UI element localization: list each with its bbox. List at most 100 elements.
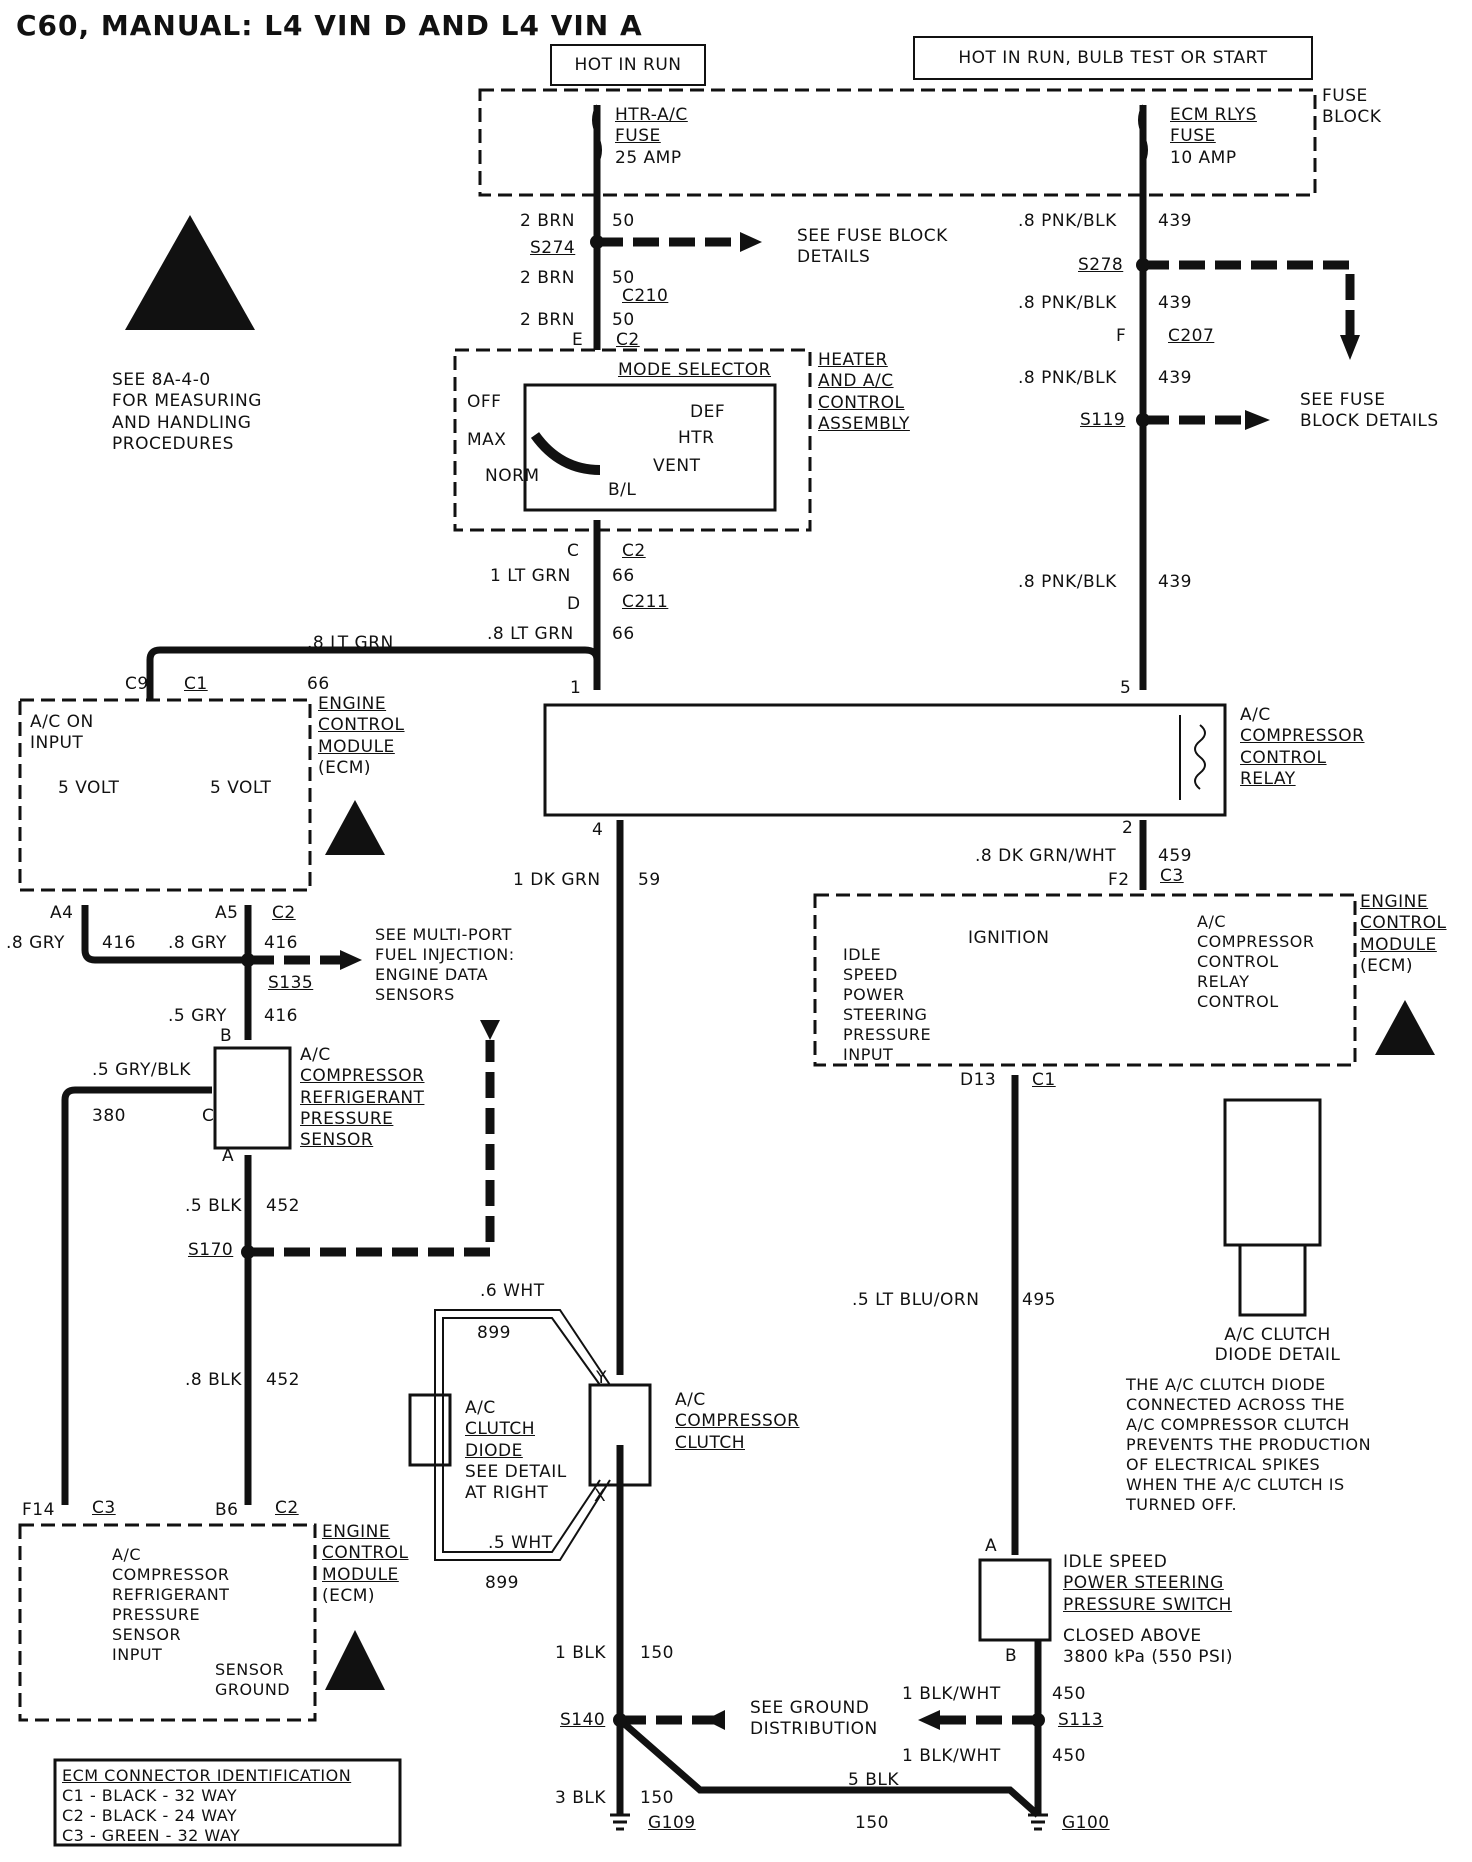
splice-s274: S274 bbox=[530, 238, 576, 258]
circuit-number: 452 bbox=[266, 1370, 300, 1390]
wire-label: 2 BRN bbox=[520, 310, 575, 330]
page-title: C60, MANUAL: L4 VIN D AND L4 VIN A bbox=[16, 9, 643, 42]
circuit-number: 495 bbox=[1022, 1290, 1056, 1310]
splice-s113: S113 bbox=[1058, 1710, 1104, 1730]
splice-s170: S170 bbox=[188, 1240, 234, 1260]
connector-c210: C210 bbox=[622, 286, 669, 306]
switch-box bbox=[978, 1558, 1052, 1642]
wire-label: .8 PNK/BLK bbox=[1018, 368, 1117, 388]
esd-warning-icon bbox=[125, 215, 1435, 1690]
relay-pin-5: 5 bbox=[1120, 678, 1132, 698]
circuit-number: 899 bbox=[477, 1323, 511, 1343]
wire-label: .5 GRY/BLK bbox=[92, 1060, 191, 1080]
pin-x: X bbox=[594, 1486, 607, 1506]
circuit-number: 50 bbox=[612, 310, 635, 330]
wire-label: 5 BLK bbox=[848, 1770, 900, 1790]
pin-a4: A4 bbox=[50, 903, 74, 923]
wire-label: .8 LT GRN bbox=[307, 633, 394, 653]
pin-c9: C9 bbox=[125, 674, 149, 694]
circuit-number: 450 bbox=[1052, 1684, 1086, 1704]
ground-g109: G109 bbox=[648, 1813, 696, 1833]
circuit-number: 150 bbox=[855, 1813, 889, 1833]
wire-label: 1 DK GRN bbox=[513, 870, 601, 890]
mode-norm: NORM bbox=[485, 466, 540, 486]
5-volt-label: 5 VOLT bbox=[210, 778, 272, 798]
diode-box bbox=[408, 1393, 452, 1467]
circuit-number: 50 bbox=[612, 211, 635, 231]
relay-box bbox=[543, 703, 1227, 817]
circuit-number: 439 bbox=[1158, 293, 1192, 313]
hvac-control-box bbox=[453, 348, 812, 532]
wire-66-to-ecm bbox=[146, 646, 601, 700]
circuit-number: 50 bbox=[612, 268, 635, 288]
relay-pin-2: 2 bbox=[1122, 818, 1134, 838]
connector-c2: C2 bbox=[616, 330, 640, 350]
wire-label: .8 GRY bbox=[168, 933, 227, 953]
pin-a: A bbox=[985, 1536, 998, 1556]
pressure-sensor-box bbox=[213, 1046, 292, 1150]
diode-detail-caption: A/C CLUTCH DIODE DETAIL bbox=[1214, 1325, 1341, 1366]
circuit-number: 452 bbox=[266, 1196, 300, 1216]
wire-label: 1 BLK bbox=[555, 1643, 607, 1663]
connector-c211: C211 bbox=[622, 592, 669, 612]
wire-label: 2 BRN bbox=[520, 211, 575, 231]
circuit-number: 416 bbox=[102, 933, 136, 953]
connector-id-box bbox=[53, 1758, 402, 1847]
wire-label: 1 BLK/WHT bbox=[902, 1746, 1001, 1766]
pin-d: D bbox=[567, 594, 581, 614]
clutch-box bbox=[588, 1383, 652, 1487]
wire-label: .8 PNK/BLK bbox=[1018, 572, 1117, 592]
circuit-number: 66 bbox=[612, 566, 635, 586]
circuit-number: 66 bbox=[307, 674, 330, 694]
ground-symbols bbox=[610, 1813, 1048, 1831]
connector-c2: C2 bbox=[622, 541, 646, 561]
wire-label: .5 WHT bbox=[488, 1533, 553, 1553]
pin-a5: A5 bbox=[215, 903, 239, 923]
relay-pin-1: 1 bbox=[570, 678, 582, 698]
circuit-number: 459 bbox=[1158, 846, 1192, 866]
circuit-number: 416 bbox=[264, 1006, 298, 1026]
mode-vent: VENT bbox=[653, 456, 701, 476]
diode-detail-box bbox=[1223, 1098, 1322, 1247]
wire-label: .8 PNK/BLK bbox=[1018, 211, 1117, 231]
pin-b: B bbox=[220, 1026, 233, 1046]
splice-s119: S119 bbox=[1080, 410, 1126, 430]
mode-selector-label: MODE SELECTOR bbox=[618, 360, 771, 380]
connector-c1: C1 bbox=[1032, 1070, 1056, 1090]
pin-c: C bbox=[567, 541, 580, 561]
pin-f14: F14 bbox=[22, 1500, 55, 1520]
connector-c2: C2 bbox=[272, 903, 296, 923]
wire-label: 1 LT GRN bbox=[490, 566, 571, 586]
wire-label: .8 LT GRN bbox=[487, 624, 574, 644]
ignition-label: IGNITION bbox=[968, 928, 1050, 948]
ecm-right-box bbox=[813, 893, 1357, 1067]
mode-max: MAX bbox=[467, 430, 507, 450]
wire-label: 3 BLK bbox=[555, 1788, 607, 1808]
mode-bl: B/L bbox=[608, 480, 637, 500]
pin-f: F bbox=[1116, 326, 1127, 346]
connector-id-table: ECM CONNECTOR IDENTIFICATION C1 - BLACK … bbox=[62, 1766, 352, 1845]
connector-c3: C3 bbox=[1160, 866, 1184, 886]
wire-label: .6 WHT bbox=[480, 1281, 545, 1301]
circuit-number: 66 bbox=[612, 624, 635, 644]
circuit-number: 150 bbox=[640, 1643, 674, 1663]
relay-pin-4: 4 bbox=[592, 820, 604, 840]
hot-in-run-label: HOT IN RUN bbox=[550, 44, 706, 86]
splice-s140: S140 bbox=[560, 1710, 606, 1730]
